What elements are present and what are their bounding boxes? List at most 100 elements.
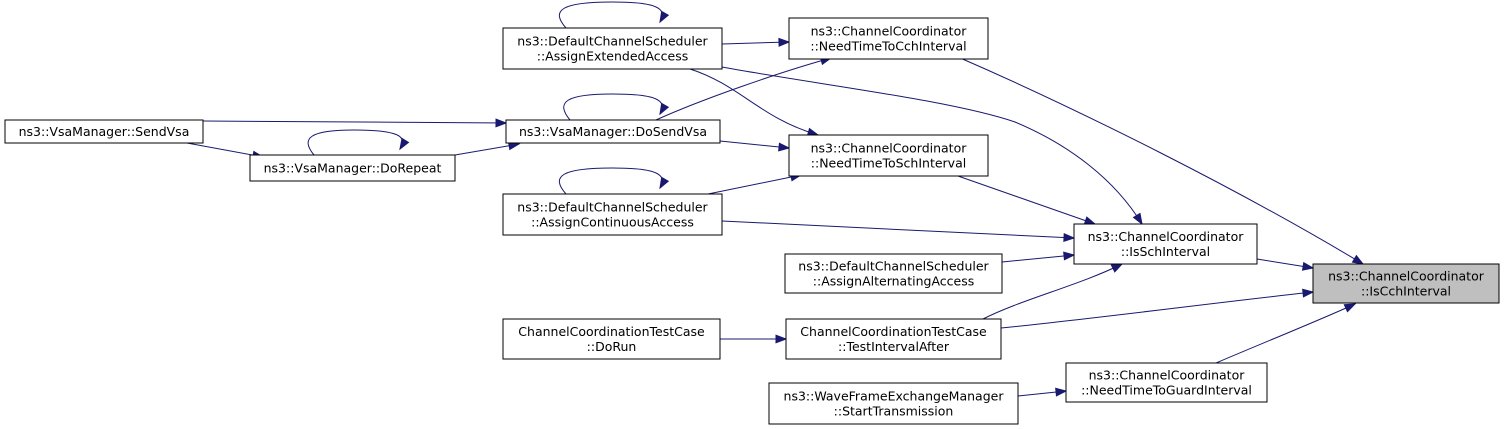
node-assignalt[interactable]: ns3::DefaultChannelScheduler::AssignAlte… [784, 253, 1003, 294]
edge-line [982, 263, 1123, 320]
arrowhead-icon [1063, 251, 1076, 261]
edge-needsch-to-issch [957, 175, 1097, 225]
node-issch[interactable]: ns3::ChannelCoordinator::IsSchInterval [1073, 223, 1258, 265]
node-box[interactable] [768, 382, 1019, 425]
arrowhead-icon [778, 37, 791, 47]
node-assigncont[interactable]: ns3::DefaultChannelScheduler::AssignCont… [502, 193, 723, 236]
node-starttx[interactable]: ns3::WaveFrameExchangeManager::StartTran… [768, 382, 1019, 425]
node-label: ns3::ChannelCoordinator [1328, 269, 1485, 284]
node-box[interactable] [249, 154, 456, 182]
node-label: ::AssignContinuousAccess [531, 215, 694, 230]
edge-assigncont-to-issch [721, 220, 1076, 243]
edge-starttx-to-needguard [1017, 387, 1068, 397]
node-label: ::DoRun [587, 339, 637, 354]
edge-line [202, 120, 507, 124]
node-label: ::AssignExtendedAccess [537, 49, 689, 64]
node-testafter[interactable]: ChannelCoordinationTestCase::TestInterva… [785, 318, 1002, 360]
edge-issch-to-iscch [1256, 258, 1315, 271]
edge-dorepeat-to-dorepeat [307, 129, 410, 156]
node-box[interactable] [1065, 362, 1268, 403]
edge-line [721, 220, 1075, 239]
node-label: ns3::ChannelCoordinator [811, 24, 968, 39]
node-dosendvsa[interactable]: ns3::VsaManager::DoSendVsa [505, 119, 721, 144]
edge-assignext-to-issch [721, 66, 1143, 226]
node-box[interactable] [788, 17, 989, 60]
node-label: ::AssignAlternatingAccess [813, 274, 974, 289]
edge-needguard-to-iscch [1215, 303, 1357, 364]
arrowhead-icon [659, 102, 670, 116]
edge-assignext-to-needcch [721, 37, 791, 47]
node-assignext[interactable]: ns3::DefaultChannelScheduler::AssignExte… [502, 27, 723, 70]
nodes-layer: ns3::ChannelCoordinator::IsCchIntervalns… [4, 17, 1500, 425]
edge-line [1000, 291, 1314, 329]
node-box[interactable] [785, 318, 1002, 360]
node-needsch[interactable]: ns3::ChannelCoordinator::NeedTimeToSchIn… [788, 134, 989, 177]
node-label: ns3::ChannelCoordinator [811, 141, 968, 156]
node-box[interactable] [1073, 223, 1258, 265]
node-box[interactable] [502, 318, 721, 360]
edge-line [1001, 254, 1075, 263]
arrowhead-icon [659, 10, 670, 24]
node-needcch[interactable]: ns3::ChannelCoordinator::NeedTimeToCchIn… [788, 17, 989, 60]
edge-dosendvsa-to-needsch [719, 140, 791, 152]
arrowhead-icon [778, 142, 791, 152]
node-label: ::IsSchInterval [1121, 244, 1210, 259]
node-label: ns3::WaveFrameExchangeManager [784, 389, 1005, 404]
edge-line [707, 174, 802, 195]
edge-line [655, 57, 832, 121]
arrowhead-icon [1302, 288, 1315, 298]
node-label: ns3::DefaultChannelScheduler [798, 259, 989, 274]
edge-line [721, 41, 790, 45]
arrowhead-icon [775, 334, 788, 344]
node-label: ns3::DefaultChannelScheduler [517, 200, 708, 215]
edge-line [558, 167, 663, 195]
edge-line [957, 56, 1364, 265]
arrowhead-icon [1110, 263, 1124, 273]
node-label: ns3::VsaManager::SendVsa [19, 124, 190, 139]
edge-line [307, 129, 403, 156]
node-box[interactable] [784, 253, 1003, 294]
node-label: ns3::DefaultChannelScheduler [517, 34, 708, 49]
edge-assigncont-to-assigncont [558, 167, 670, 195]
node-label: ns3::VsaManager::DoRepeat [264, 161, 442, 176]
node-label: ChannelCoordinationTestCase [518, 324, 705, 339]
node-dorun[interactable]: ChannelCoordinationTestCase::DoRun [502, 318, 721, 360]
node-label: ::TestIntervalAfter [838, 339, 950, 354]
arrowhead-icon [1343, 303, 1357, 313]
node-box[interactable] [788, 134, 989, 177]
node-needguard[interactable]: ns3::ChannelCoordinator::NeedTimeToGuard… [1065, 362, 1268, 403]
arrowhead-icon [399, 137, 410, 151]
node-label: ::StartTransmission [834, 404, 954, 419]
node-label: ::IsCchInterval [1361, 284, 1451, 299]
node-box[interactable] [4, 119, 204, 144]
node-box[interactable] [505, 119, 721, 144]
node-box[interactable] [502, 27, 723, 70]
arrowhead-icon [1301, 261, 1315, 271]
arrowhead-icon [659, 176, 670, 190]
edge-line [957, 175, 1096, 225]
node-box[interactable] [1312, 263, 1500, 304]
node-iscch[interactable]: ns3::ChannelCoordinator::IsCchInterval [1312, 263, 1500, 304]
edge-needcch-to-iscch [957, 56, 1365, 265]
edges-layer [186, 1, 1365, 397]
edge-assignext-to-assignext [558, 1, 670, 29]
node-label: ::NeedTimeToCchInterval [810, 39, 966, 54]
edge-line [719, 140, 790, 149]
arrowhead-icon [1063, 232, 1076, 243]
edge-line [454, 143, 520, 156]
arrowhead-icon [1132, 212, 1143, 226]
arrowhead-icon [495, 118, 508, 128]
arrowhead-icon [1083, 216, 1097, 225]
node-box[interactable] [502, 193, 723, 236]
node-dorepeat[interactable]: ns3::VsaManager::DoRepeat [249, 154, 456, 182]
node-label: ::NeedTimeToSchInterval [811, 156, 966, 171]
arrowhead-icon [1055, 387, 1068, 397]
edge-dorun-to-testafter [720, 334, 788, 344]
edge-dosendvsa-to-dosendvsa [563, 93, 670, 121]
node-sendvsa[interactable]: ns3::VsaManager::SendVsa [4, 119, 204, 144]
edge-line [689, 68, 819, 136]
node-label: ns3::ChannelCoordinator [1088, 229, 1245, 244]
arrowhead-icon [1351, 254, 1365, 265]
edge-line [1215, 303, 1356, 364]
